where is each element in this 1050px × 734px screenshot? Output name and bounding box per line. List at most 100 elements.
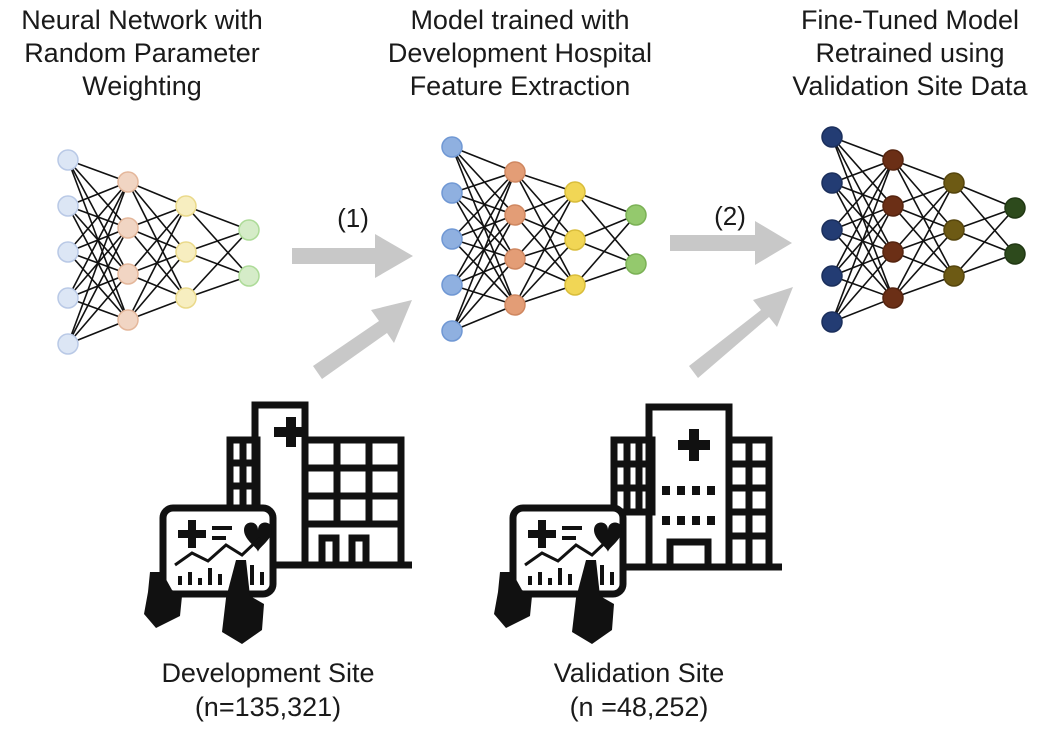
network-connection <box>67 181 129 345</box>
network-node <box>441 274 463 296</box>
network-node <box>57 241 79 263</box>
validation-hospital-windows <box>662 486 715 525</box>
network-connection <box>451 171 516 194</box>
network-node <box>441 228 463 250</box>
network-node <box>625 204 647 226</box>
validation-site-count: (n =48,252) <box>569 692 709 722</box>
network-connection <box>451 214 516 332</box>
network-node <box>943 265 965 287</box>
network-connection <box>574 214 637 286</box>
network-connection <box>67 181 129 299</box>
stage-2-title-line: Development Hospital <box>387 38 653 68</box>
network-connection <box>514 191 576 306</box>
network-connection <box>127 205 187 275</box>
network-node <box>504 294 526 316</box>
network-node <box>175 287 197 309</box>
development-site-arrow <box>313 300 412 379</box>
network-node <box>504 248 526 270</box>
neural-network-2 <box>441 136 647 342</box>
network-connection <box>892 182 955 299</box>
network-connection <box>451 146 516 173</box>
network-connection <box>831 136 894 161</box>
network-connection <box>953 207 1016 277</box>
network-connection <box>574 239 637 265</box>
neural-network-3 <box>821 126 1026 333</box>
network-node <box>238 219 260 241</box>
network-connection <box>451 171 516 240</box>
network-connection <box>892 159 955 184</box>
stage-3-title: Fine-Tuned Model Retrained using Validat… <box>760 4 1050 103</box>
network-node <box>564 181 586 203</box>
network-node <box>57 149 79 171</box>
validation-hospital-icon <box>610 403 782 571</box>
network-connection <box>831 297 894 323</box>
network-node <box>943 172 965 194</box>
validation-tablet-icon <box>494 504 627 644</box>
network-connection <box>831 251 894 323</box>
network-connection <box>451 171 516 332</box>
network-connection <box>185 205 250 231</box>
development-site-name: Development Site <box>161 658 375 688</box>
validation-hospital-cross-icon <box>678 429 710 461</box>
stage-3-title-line: Fine-Tuned Model <box>800 5 1020 35</box>
network-connection <box>574 191 637 216</box>
validation-right-hand-icon <box>572 560 614 644</box>
network-node <box>441 320 463 342</box>
network-node <box>882 149 904 171</box>
network-connection <box>451 192 516 216</box>
network-connection <box>574 263 637 286</box>
validation-site-name: Validation Site <box>553 658 725 688</box>
network-node <box>57 333 79 355</box>
network-connection <box>185 275 250 299</box>
step-1-label: (1) <box>337 203 369 233</box>
network-node <box>175 195 197 217</box>
step-2-label: (2) <box>714 201 746 231</box>
network-connection <box>67 181 129 207</box>
network-connection <box>451 304 516 332</box>
stage-2-title-line: Model trained with <box>410 5 630 35</box>
network-connection <box>831 159 894 231</box>
network-node <box>882 195 904 217</box>
network-connection <box>953 253 1016 277</box>
stage-3-title-line: Retrained using <box>815 38 1005 68</box>
network-connection <box>831 159 894 184</box>
network-node <box>943 219 965 241</box>
network-node <box>625 253 647 275</box>
network-node <box>821 265 843 287</box>
network-connection <box>451 146 516 216</box>
network-node <box>504 161 526 183</box>
network-node <box>57 287 79 309</box>
network-connection <box>67 227 129 345</box>
network-connection <box>831 159 894 277</box>
network-connection <box>185 229 250 253</box>
network-connection <box>67 273 129 345</box>
development-tablet-icon <box>144 504 277 644</box>
network-node <box>504 204 526 226</box>
validation-left-hand-icon <box>494 572 532 628</box>
networks-layer <box>57 126 1026 355</box>
network-node <box>1004 197 1026 219</box>
network-connection <box>953 207 1016 231</box>
network-node <box>117 263 139 285</box>
network-node <box>441 182 463 204</box>
network-connection <box>451 192 516 260</box>
step-2-arrow <box>670 221 792 265</box>
network-node <box>821 311 843 333</box>
network-node <box>821 172 843 194</box>
network-connection <box>574 214 637 241</box>
network-connection <box>127 205 187 321</box>
network-connection <box>514 214 576 241</box>
network-node <box>882 241 904 263</box>
network-connection <box>831 159 894 323</box>
network-connection <box>514 171 576 286</box>
stage-1-title-line: Random Parameter <box>24 38 260 68</box>
network-node <box>175 241 197 263</box>
development-right-hand-icon <box>222 560 264 644</box>
network-connection <box>892 182 955 207</box>
development-hospital-cross-icon <box>274 417 308 447</box>
network-connection <box>892 182 955 253</box>
network-connection <box>451 146 516 260</box>
network-connection <box>67 181 129 253</box>
network-connection <box>451 258 516 332</box>
network-connection <box>514 171 576 241</box>
